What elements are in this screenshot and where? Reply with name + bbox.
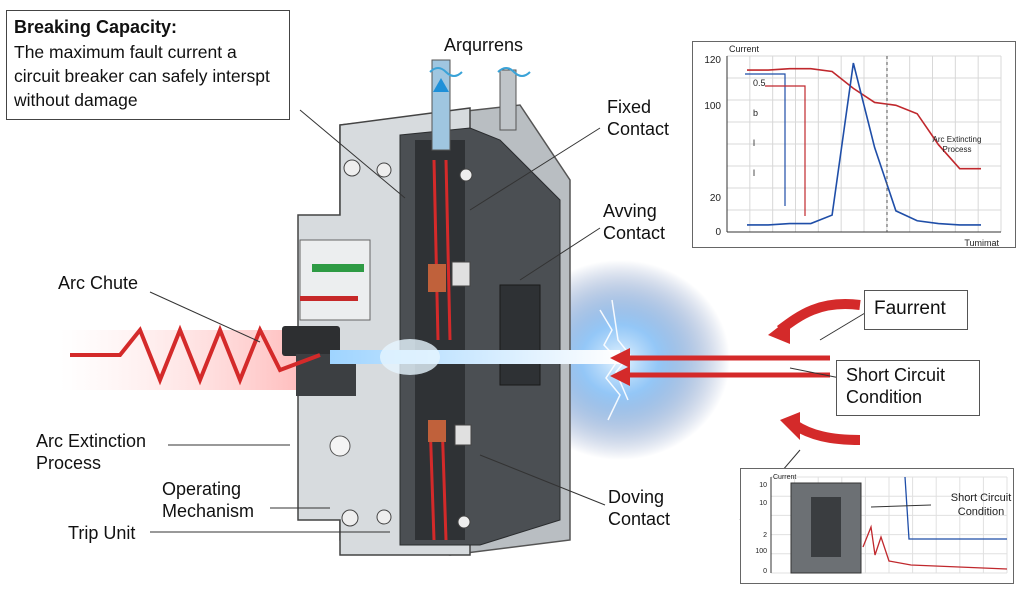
trip-unit-label: Trip Unit (68, 523, 136, 543)
terminal-right (499, 69, 517, 131)
y-tick-label: 120 (704, 55, 721, 66)
annotation-line-1: Arc Extincting (933, 135, 982, 144)
leader-arc-chute (149, 291, 261, 343)
arc-chute-label: Arc Chute (58, 273, 139, 293)
inset-breaker-inner (811, 497, 841, 557)
inset-y-tick: 10 (759, 500, 767, 507)
short-circuit-box (836, 360, 980, 416)
screw-top-right (376, 162, 392, 178)
screw-bottom-right (376, 509, 392, 525)
moving-contact-label: Avving Contact (603, 201, 666, 243)
current-squiggle-right (497, 67, 531, 77)
current-arrow-up (433, 78, 449, 92)
fault-arrow-bottom-head (780, 412, 800, 440)
indicator-panel (299, 239, 371, 321)
current-squiggle-left (429, 67, 463, 77)
arc-chute-plates (499, 284, 541, 386)
red-indicator (300, 296, 358, 301)
inner-label: l (753, 168, 755, 178)
screw-bottom-left (341, 509, 359, 527)
screw-top-left (343, 159, 361, 177)
screw-inner-bottom (457, 515, 471, 529)
leader-moving (519, 227, 601, 281)
faurrent-box (864, 290, 968, 330)
leader-fixed (469, 127, 601, 211)
operating-mechanism-label: Operating Mechanism (162, 479, 255, 521)
arc-center-glow (380, 339, 440, 375)
step-blue (745, 73, 786, 206)
leader-doving (479, 454, 606, 506)
inset-series-red (862, 524, 1008, 570)
arc-extinction-label: Arc Extinction Process (36, 431, 147, 473)
inset-y-tick: 2 (763, 532, 767, 539)
contact-clip-top (451, 261, 471, 287)
fault-arrow-bottom (792, 420, 861, 445)
terminal-left (431, 59, 451, 151)
inner-label: 0.5 (753, 78, 766, 88)
fixed-contact-label: Fixed Contact (607, 97, 670, 139)
toggle-lever (282, 326, 340, 356)
top-arrows-label: Arqurrens (444, 35, 524, 55)
current-path (428, 159, 452, 541)
fault-arrow-top (777, 299, 861, 335)
inset-y-tick: 10 (759, 482, 767, 489)
contact-clip-bottom (454, 424, 472, 446)
definition-text: The maximum fault current a circuit brea… (14, 42, 270, 110)
inner-label: b (753, 108, 758, 118)
annotation-line-2: Process (943, 145, 972, 154)
fixed-contact-block (428, 264, 446, 292)
inset-y-tick: 0 (763, 568, 767, 575)
faurrent-label: Faurrent (874, 298, 946, 319)
contact-channel (415, 140, 465, 540)
short-circuit-label: Short Circuit Condition (846, 365, 946, 407)
series-line-1 (747, 62, 981, 226)
inset-annotation-2: Condition (958, 506, 1004, 518)
y-axis-label: Current (729, 44, 760, 54)
screw-inner-top (459, 168, 473, 182)
leader-short-circuit (789, 367, 841, 379)
moving-contact-block (428, 420, 446, 442)
x-axis-label: Tumimat (964, 238, 999, 247)
inset-leader (870, 504, 932, 508)
fault-line-head-2 (610, 366, 630, 386)
inset-annotation-1: Short Circuit (951, 492, 1012, 504)
inner-label: l (753, 138, 755, 148)
inset-series-blue (904, 476, 1007, 540)
mount-hole (329, 435, 351, 457)
doving-contact-label: Doving Contact (608, 487, 671, 529)
definition-title: Breaking Capacity: (14, 17, 178, 37)
y-tick-label: 20 (710, 193, 722, 204)
y-tick-label: 0 (715, 227, 721, 238)
arc-beam (330, 350, 620, 364)
fault-arrow-top-head (768, 318, 790, 344)
series-line-0 (747, 67, 981, 170)
fault-line-head-1 (610, 348, 630, 368)
definition-box (6, 10, 290, 120)
leader-faurrent (819, 312, 866, 341)
y-tick-label: 100 (704, 101, 721, 112)
inset-y-label: Current (773, 474, 796, 481)
fault-lines (625, 355, 830, 378)
step-red (765, 85, 806, 216)
leader-definition (299, 109, 406, 199)
inset-y-tick: 100 (755, 548, 767, 555)
green-indicator (312, 264, 364, 272)
arc-zigzag (70, 324, 321, 386)
